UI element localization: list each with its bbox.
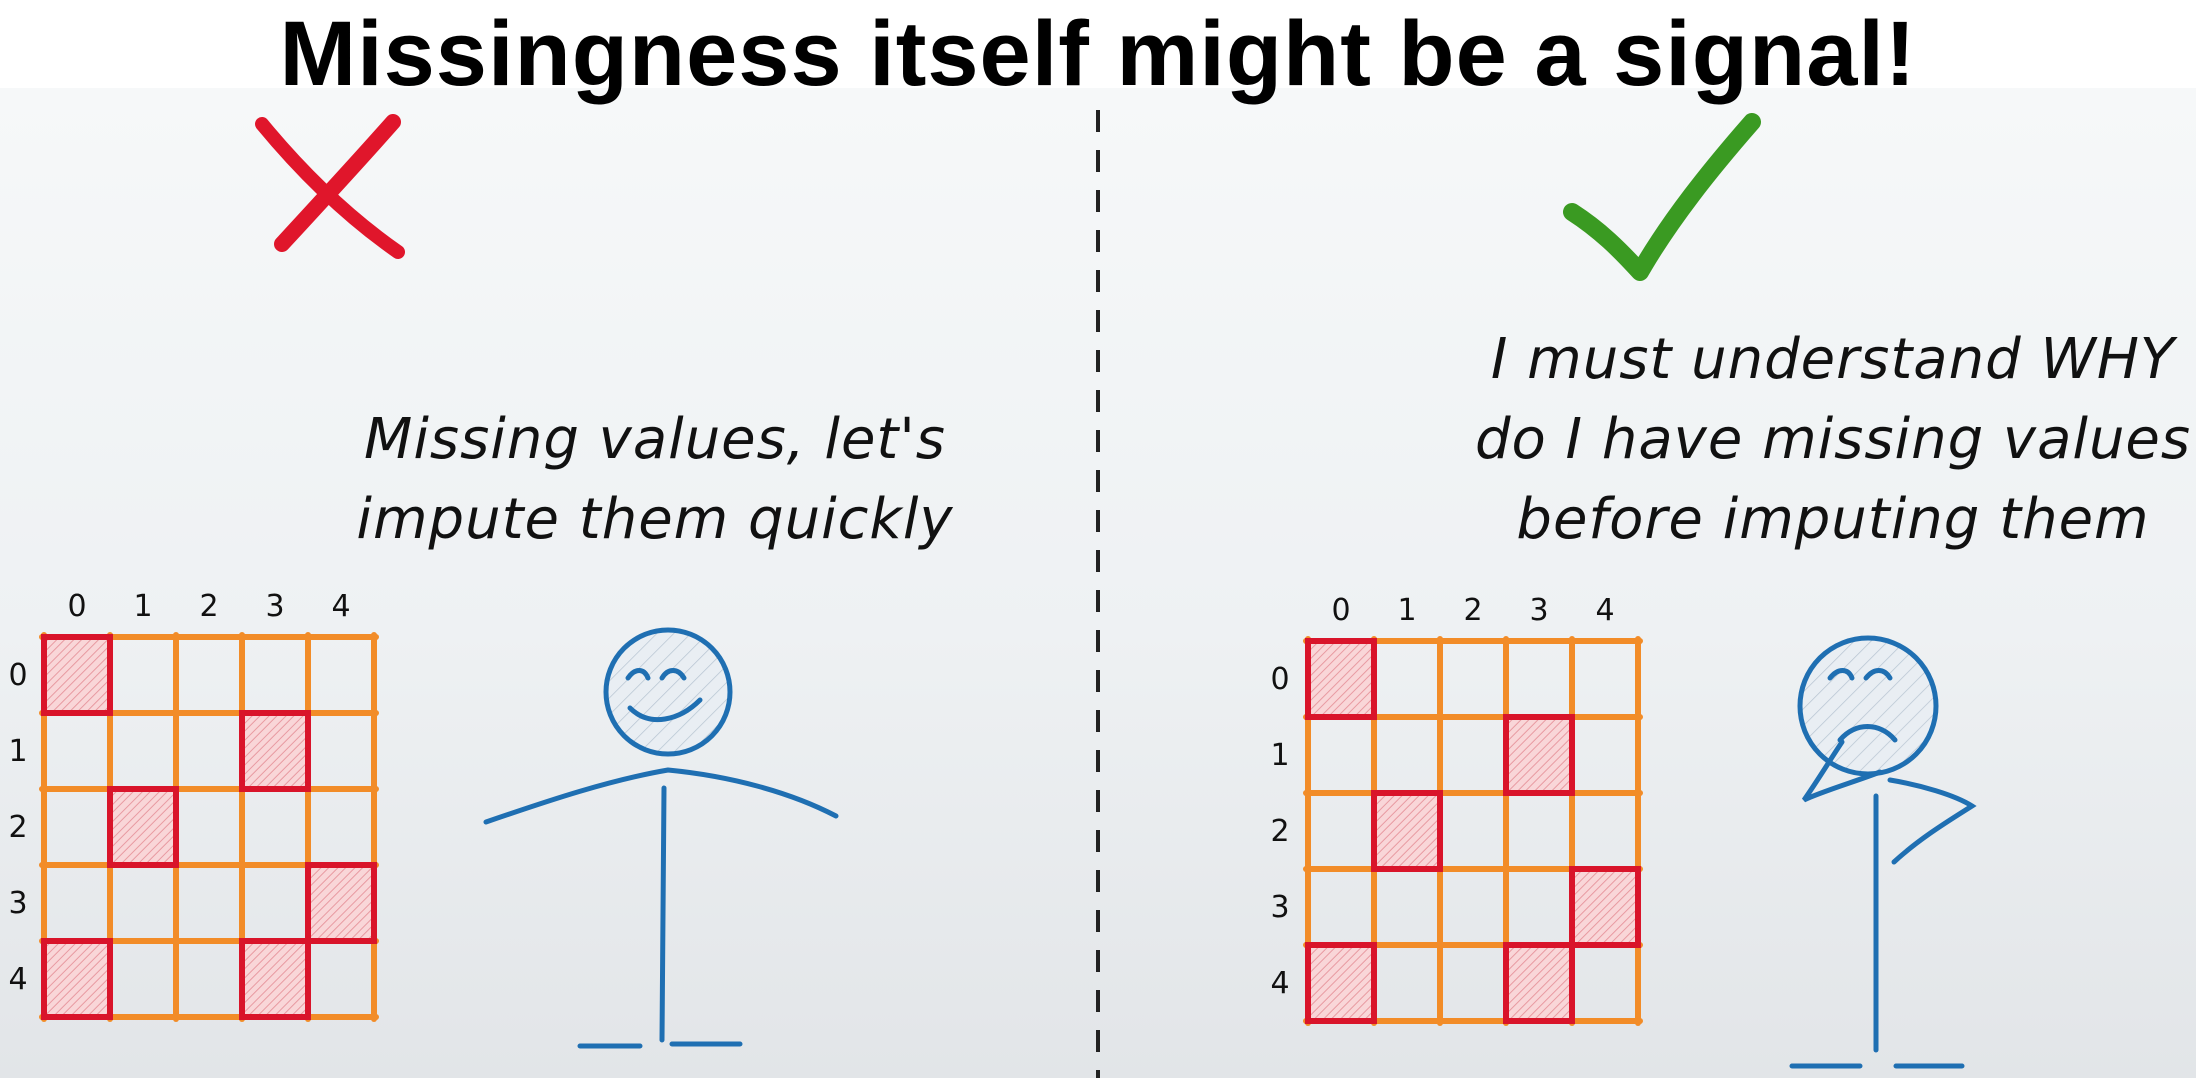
- right-col-label: 0: [1331, 593, 1350, 628]
- left-missing-cell-outline: [239, 938, 311, 1020]
- left-caption-line-2: impute them quickly: [356, 487, 954, 552]
- left-row-label: 4: [8, 962, 27, 997]
- right-missing-cell: [1503, 714, 1575, 796]
- right-missing-cell-outline: [1569, 866, 1641, 948]
- page-title: Missingness itself might be a signal!: [279, 3, 1917, 105]
- right-caption-line-2: do I have missing values: [1474, 407, 2192, 472]
- left-eye: [625, 668, 651, 681]
- right-col-label: 3: [1529, 593, 1548, 628]
- right-row-label: 0: [1270, 662, 1289, 697]
- right-col-label: 1: [1397, 593, 1416, 628]
- arms: [483, 767, 839, 825]
- right-missing-cell-outline: [1371, 790, 1443, 872]
- right-missing-cell: [1503, 942, 1575, 1024]
- right-row-label: 1: [1270, 738, 1289, 773]
- left-col-label: 4: [331, 589, 350, 624]
- right-caption: I must understand WHY do I have missing …: [1470, 320, 2196, 560]
- left-missing-cell-outline: [107, 786, 179, 868]
- left-missing-cell: [41, 634, 113, 716]
- left-brow: [1827, 668, 1855, 681]
- right-caption-line-3: before imputing them: [1516, 487, 2150, 552]
- right-missing-cell-outline: [1503, 942, 1575, 1024]
- body: [659, 785, 667, 1043]
- right-brow: [1863, 668, 1893, 681]
- left-col-label: 3: [265, 589, 284, 624]
- right-missing-cell: [1569, 866, 1641, 948]
- right-missing-cell: [1305, 942, 1377, 1024]
- right-stick-figure: [1789, 635, 1977, 1069]
- cross-icon: [255, 114, 405, 259]
- left-missing-cell: [239, 710, 311, 792]
- left-row-label: 3: [8, 886, 27, 921]
- right-missing-cell: [1305, 638, 1377, 720]
- right-row-label: 2: [1270, 814, 1289, 849]
- left-missing-cell: [41, 938, 113, 1020]
- right-row-label: 3: [1270, 890, 1289, 925]
- left-missing-cell: [107, 786, 179, 868]
- right-missing-cell-outline: [1305, 638, 1377, 720]
- left-caption-line-1: Missing values, let's: [364, 407, 946, 472]
- left-row-label: 0: [8, 658, 27, 693]
- happy-head: [603, 627, 733, 757]
- frown: [1837, 724, 1898, 743]
- left-grid: 0 1 2 3 4 0 1 2 3 4: [8, 589, 379, 1022]
- left-missing-cell: [239, 938, 311, 1020]
- hand-to-chin: [1801, 739, 1883, 803]
- right-caption-line-1: I must understand WHY: [1490, 327, 2176, 392]
- left-missing-cell-outline: [41, 938, 113, 1020]
- check-icon: [1563, 113, 1761, 281]
- right-grid: 0 1 2 3 4 0 1 2 3 4: [1270, 593, 1643, 1026]
- left-caption: Missing values, let's impute them quickl…: [330, 400, 980, 560]
- left-col-label: 2: [199, 589, 218, 624]
- smile: [627, 697, 703, 723]
- feet: [577, 1041, 743, 1049]
- right-eye: [659, 668, 687, 681]
- left-row-label: 2: [8, 810, 27, 845]
- left-missing-cell-outline: [41, 634, 113, 716]
- right-arm: [1887, 777, 1977, 865]
- left-missing-cell: [305, 862, 377, 944]
- left-missing-cell-outline: [239, 710, 311, 792]
- left-missing-cell-outline: [305, 862, 377, 944]
- left-col-label: 1: [133, 589, 152, 624]
- right-col-label: 2: [1463, 593, 1482, 628]
- right-missing-cell: [1371, 790, 1443, 872]
- left-row-label: 1: [8, 734, 27, 769]
- left-stick-figure: [483, 627, 839, 1049]
- right-missing-cell-outline: [1305, 942, 1377, 1024]
- thinking-head: [1797, 635, 1939, 777]
- right-col-label: 4: [1595, 593, 1614, 628]
- left-col-label: 0: [67, 589, 86, 624]
- right-row-label: 4: [1270, 966, 1289, 1001]
- right-missing-cell-outline: [1503, 714, 1575, 796]
